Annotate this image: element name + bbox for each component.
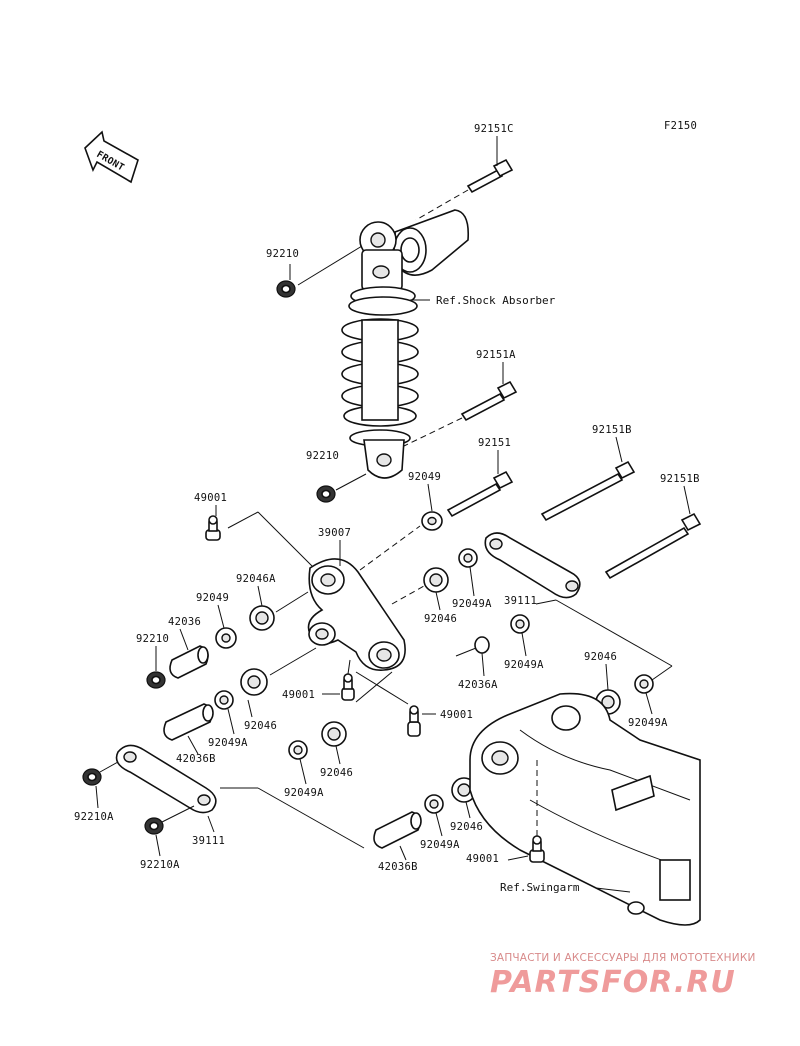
callout-92046-2: 92046 [244, 720, 277, 732]
grease-fitting-49001-bottom [529, 835, 545, 863]
nut-92210-top [276, 280, 296, 298]
callout-92151b-upper: 92151B [592, 424, 632, 436]
callout-92049-left: 92049 [196, 592, 229, 604]
watermark-tagline: ЗАПЧАСТИ И АКСЕССУАРЫ ДЛЯ МОТОТЕХНИКИ [490, 952, 756, 964]
washer-92049a-3 [214, 690, 234, 710]
callout-92046-5: 92046 [584, 651, 617, 663]
callout-42036: 42036 [168, 616, 201, 628]
washer-92049a-6 [634, 674, 654, 694]
washer-92049a-2 [510, 614, 530, 634]
grease-fitting-49001-mid [341, 673, 355, 701]
grease-fitting-49001-top [205, 515, 221, 541]
callout-49001-mid: 49001 [282, 689, 315, 701]
bearing-92046a [249, 605, 275, 631]
callout-42036b-1: 42036B [176, 753, 216, 765]
collar-42036 [169, 645, 209, 679]
callout-42036a: 42036A [458, 679, 498, 691]
callout-92049a-5: 92049A [420, 839, 460, 851]
washer-92049a-5 [424, 794, 444, 814]
washer-92049a-4 [288, 740, 308, 760]
watermark: ЗАПЧАСТИ И АКСЕССУАРЫ ДЛЯ МОТОТЕХНИКИ PA… [490, 952, 756, 1000]
bolt-92151 [446, 470, 514, 518]
callout-92046-1: 92046 [424, 613, 457, 625]
callout-49001-top: 49001 [194, 492, 227, 504]
callout-92210-left: 92210 [136, 633, 169, 645]
callout-92049a-3: 92049A [208, 737, 248, 749]
callout-92210a-2: 92210A [140, 859, 180, 871]
bearing-92046-3 [321, 721, 347, 747]
bearing-92046-1 [423, 567, 449, 593]
callout-92210-top: 92210 [266, 248, 299, 260]
figure-code: F2150 [664, 120, 697, 132]
bolt-92151b-lower [604, 512, 702, 580]
callout-92210a-1: 92210A [74, 811, 114, 823]
callout-92049-top: 92049 [408, 471, 441, 483]
front-arrow-icon: FRONT [84, 130, 139, 184]
nut-92210a-1 [82, 768, 102, 786]
ref-swingarm: Ref.Swingarm [500, 881, 580, 894]
callout-92151c: 92151C [474, 123, 514, 135]
callout-92151a: 92151A [476, 349, 516, 361]
bolt-92151c [466, 158, 514, 194]
callout-92049a-2: 92049A [504, 659, 544, 671]
callout-39007: 39007 [318, 527, 351, 539]
bolt-92151b-upper [540, 460, 636, 522]
callout-49001-bottom: 49001 [466, 853, 499, 865]
shock-absorber [341, 209, 470, 479]
callout-39111-bottom: 39111 [192, 835, 225, 847]
callout-92046-3: 92046 [320, 767, 353, 779]
nut-92210-mid [316, 485, 336, 503]
callout-49001-right: 49001 [440, 709, 473, 721]
grease-fitting-49001-right [407, 705, 421, 737]
ref-shock-absorber: Ref.Shock Absorber [436, 294, 556, 307]
washer-92049-top [421, 511, 443, 531]
callout-92049a-4: 92049A [284, 787, 324, 799]
collar-42036b-2 [373, 811, 422, 849]
callout-92210-mid: 92210 [306, 450, 339, 462]
tie-rod-39111-lower [115, 744, 217, 814]
callout-92151: 92151 [478, 437, 511, 449]
nut-92210a-2 [144, 817, 164, 835]
callout-92046-4: 92046 [450, 821, 483, 833]
spring-coils [341, 318, 419, 447]
swingarm [469, 692, 701, 926]
nut-92210-left [146, 671, 166, 689]
rocker-arm-39007 [307, 558, 406, 671]
collar-42036a [474, 636, 490, 654]
callout-92151b-lower: 92151B [660, 473, 700, 485]
washer-92049a-1 [458, 548, 478, 568]
callout-92046a: 92046A [236, 573, 276, 585]
washer-92049-left [215, 627, 237, 649]
bearing-92046-2 [240, 668, 268, 696]
callout-42036b-2: 42036B [378, 861, 418, 873]
callout-39111-top: 39111 [504, 595, 537, 607]
collar-42036b-1 [163, 703, 214, 741]
tie-rod-39111-upper [484, 532, 581, 599]
callout-92049a-1: 92049A [452, 598, 492, 610]
callout-92049a-6: 92049A [628, 717, 668, 729]
bolt-92151a [460, 380, 518, 422]
watermark-brand: PARTSFOR.RU [490, 965, 736, 1000]
